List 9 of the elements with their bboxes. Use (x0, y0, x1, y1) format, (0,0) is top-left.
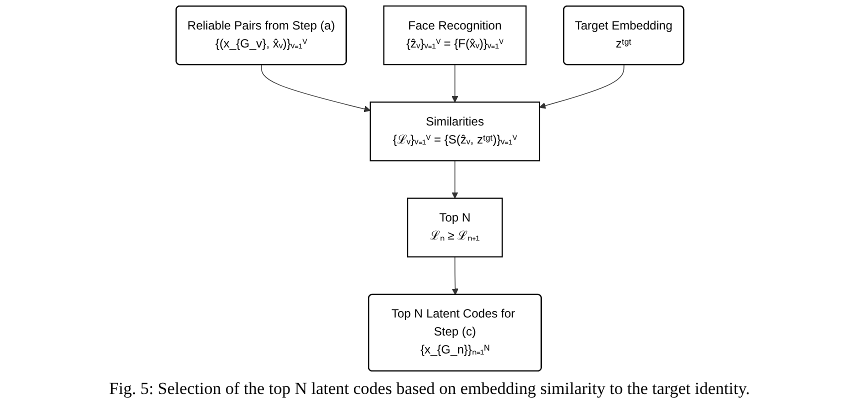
arrow (538, 64, 624, 109)
node-box: Top N ℒₙ ≥ ℒₙ₊₁ (406, 198, 502, 258)
node-box: Similarities {ℒᵥ}ᵥ₌₁ⱽ = {S(ẑᵥ, zᵗᵍᵗ)}ᵥ₌₁ⱽ (369, 102, 540, 162)
arrow (451, 256, 458, 296)
node-box: Face Recognition {ẑᵥ}ᵥ₌₁ⱽ = {F(x̂ᵥ)}ᵥ₌₁ⱽ (382, 5, 526, 66)
arrow (451, 160, 458, 199)
arrow (451, 64, 458, 102)
arrow (260, 64, 370, 112)
figure-caption: Fig. 5: Selection of the top N latent codes based on embedding similarity to the target identity. (108, 378, 751, 400)
